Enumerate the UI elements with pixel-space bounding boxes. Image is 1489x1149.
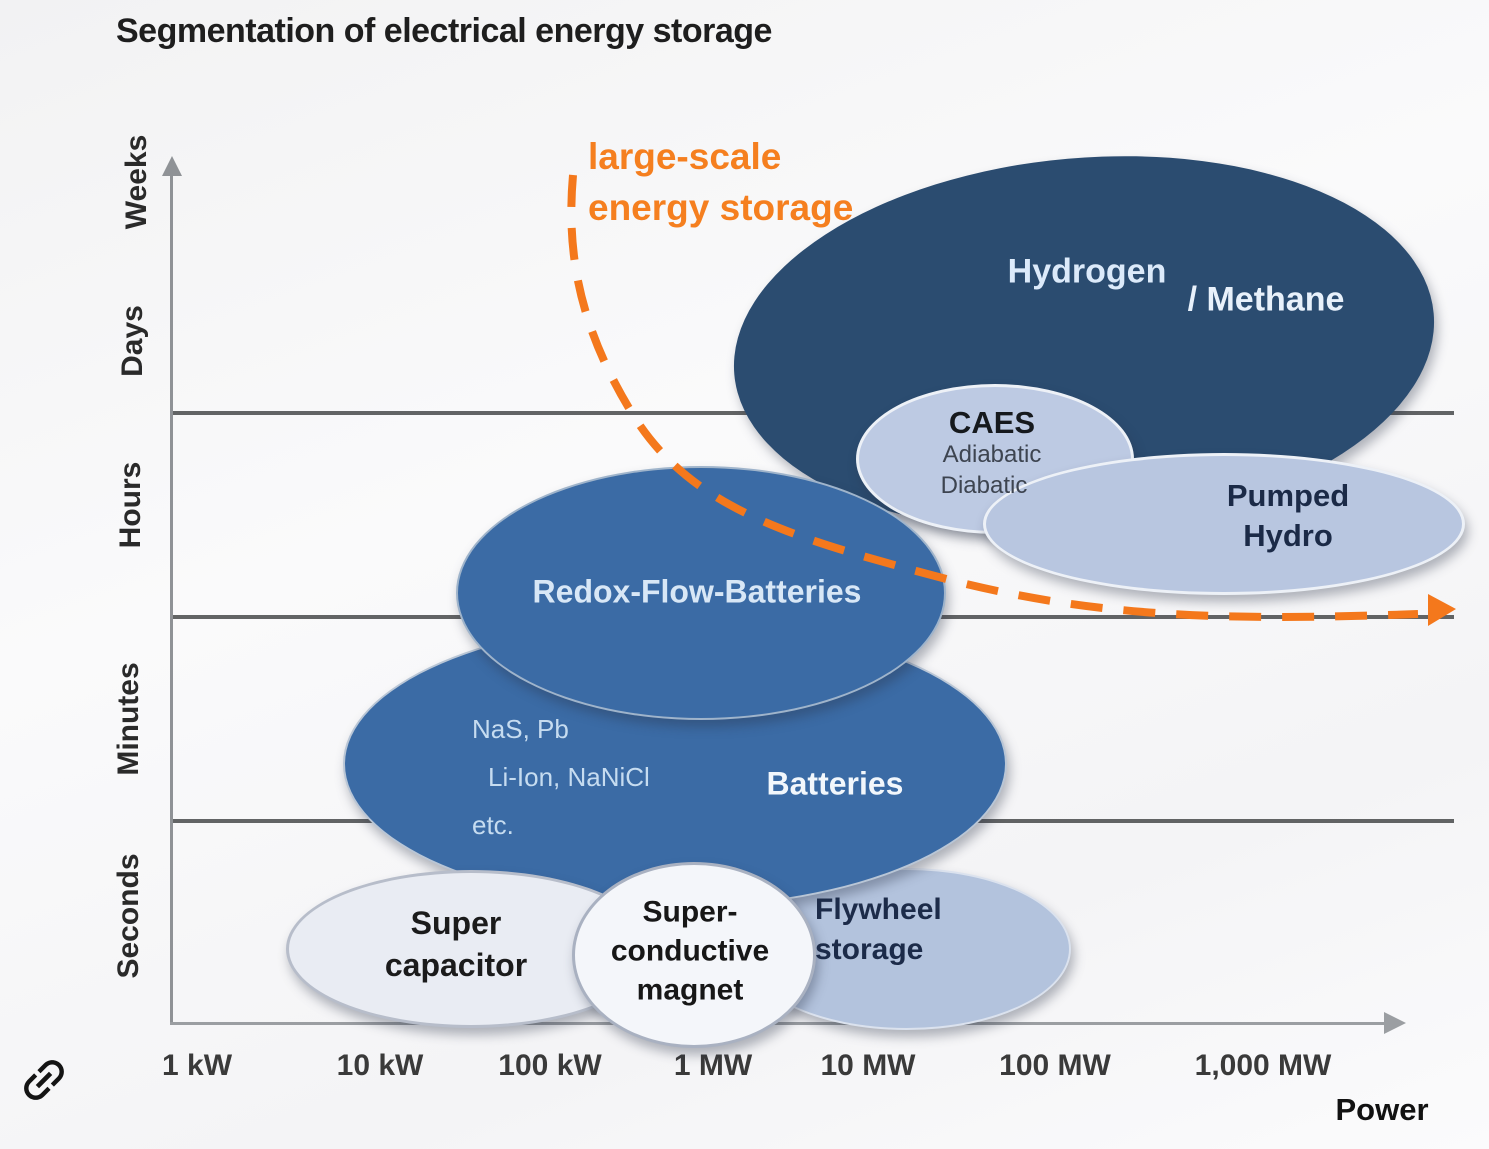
label-hydrogen: Hydrogen bbox=[1007, 252, 1167, 291]
label-redox-flow-batteries: Redox-Flow-Batteries bbox=[532, 573, 862, 610]
label-caes-diabatic: Diabatic bbox=[940, 472, 1028, 499]
region-superconductive-magnet bbox=[572, 862, 816, 1048]
label-methane: / Methane bbox=[1187, 280, 1345, 319]
label-pumped-hydro: Pumped Hydro bbox=[1226, 478, 1350, 553]
curve-arrowhead-icon bbox=[1428, 594, 1456, 626]
annotation-large-scale-energy-storage: large-scale energy storage bbox=[588, 136, 854, 228]
x-axis-line bbox=[170, 1022, 1388, 1025]
x-tick-1mw: 1 MW bbox=[673, 1049, 753, 1082]
y-axis-line bbox=[170, 176, 173, 1024]
x-tick-10mw: 10 MW bbox=[820, 1049, 916, 1082]
label-battery-chem-liion: Li-Ion, NaNiCl bbox=[488, 762, 650, 792]
label-flywheel-storage: Flywheel storage bbox=[815, 893, 942, 966]
y-tick-minutes: Minutes bbox=[112, 662, 145, 776]
label-caes: CAES bbox=[948, 405, 1036, 440]
y-tick-weeks: Weeks bbox=[120, 134, 153, 230]
link-icon[interactable] bbox=[16, 1052, 72, 1108]
x-tick-10kw: 10 kW bbox=[336, 1049, 424, 1082]
label-super-capacitor: Super capacitor bbox=[384, 905, 528, 983]
y-tick-days: Days bbox=[116, 305, 149, 377]
label-caes-adiabatic: Adiabatic bbox=[942, 441, 1042, 468]
label-batteries: Batteries bbox=[766, 765, 904, 802]
page-title: Segmentation of electrical energy storag… bbox=[116, 12, 772, 50]
region-pumped-hydro bbox=[983, 453, 1465, 595]
label-battery-chem-etc: etc. bbox=[472, 810, 514, 840]
x-axis-label-power: Power bbox=[1335, 1092, 1429, 1127]
label-superconductive-magnet: Super- conductive magnet bbox=[610, 895, 770, 1007]
y-axis-arrow-icon bbox=[162, 156, 182, 176]
x-tick-1kw: 1 kW bbox=[161, 1049, 233, 1082]
x-tick-100mw: 100 MW bbox=[999, 1049, 1111, 1082]
y-tick-hours: Hours bbox=[114, 461, 147, 549]
x-tick-100kw: 100 kW bbox=[498, 1049, 602, 1082]
x-tick-1000mw: 1,000 MW bbox=[1194, 1049, 1332, 1082]
x-axis-arrow-icon bbox=[1384, 1012, 1406, 1034]
label-battery-chem-nas: NaS, Pb bbox=[472, 714, 569, 744]
y-tick-seconds: Seconds bbox=[112, 853, 145, 979]
